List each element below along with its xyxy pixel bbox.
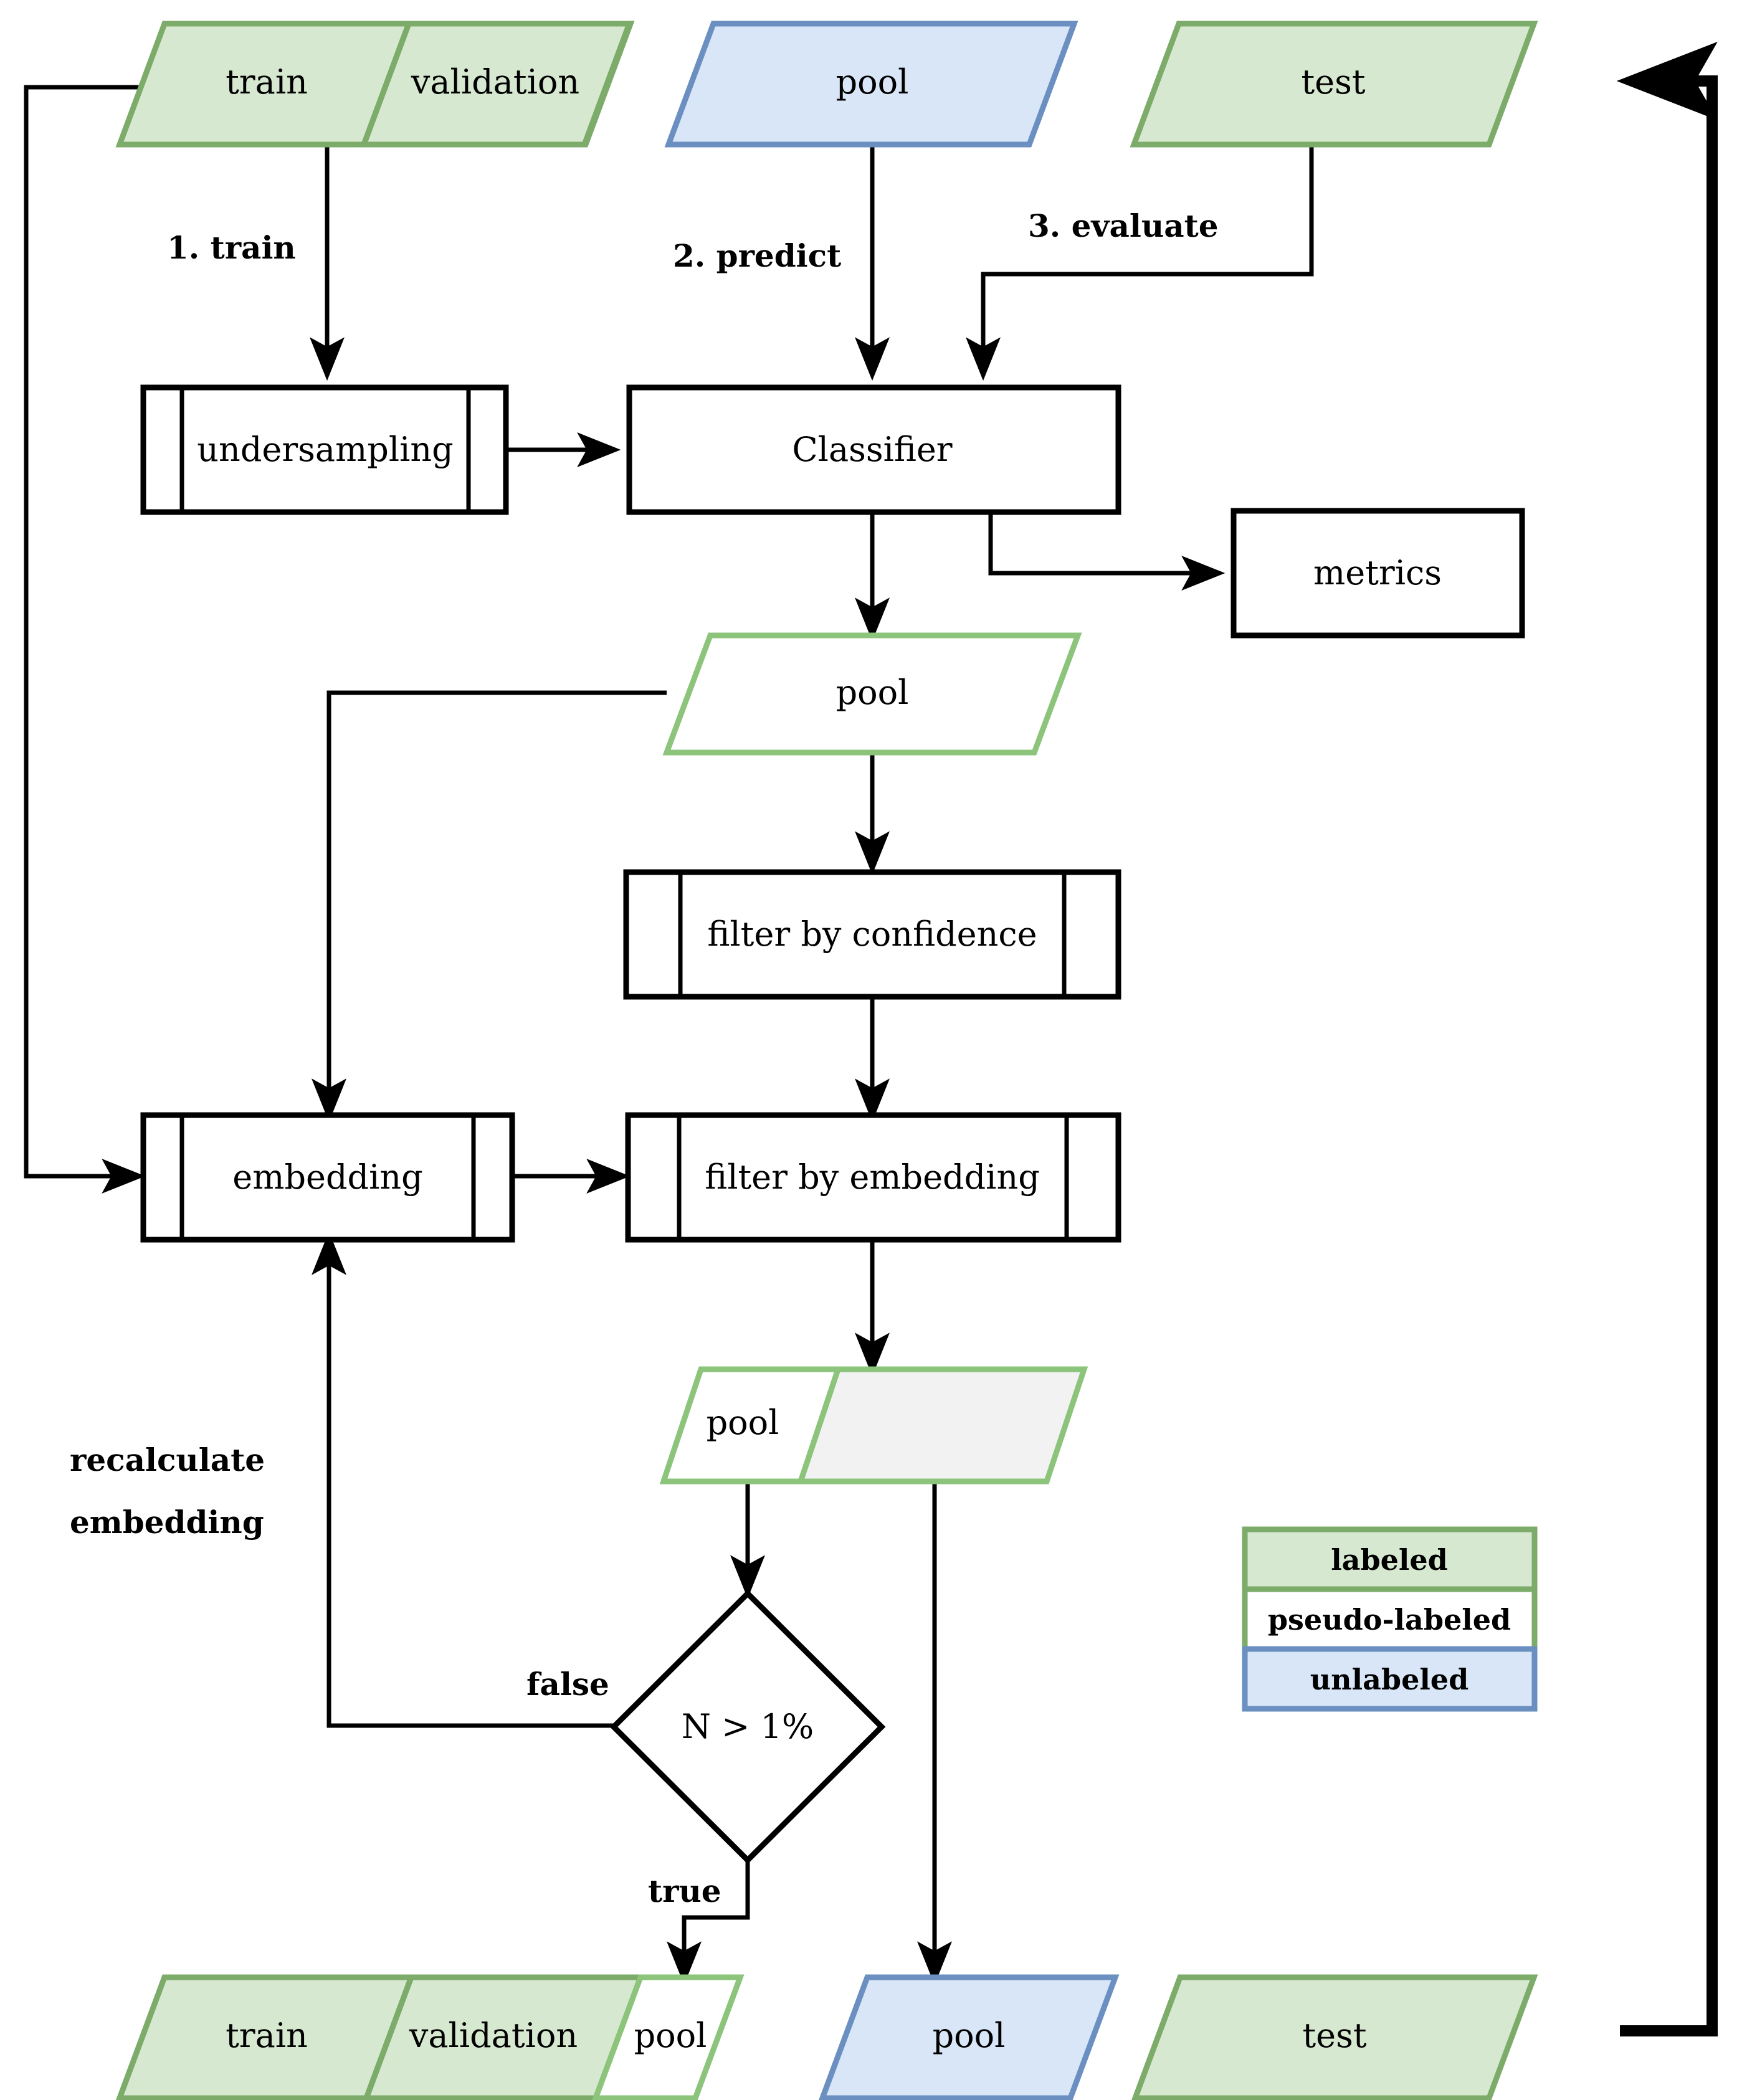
legend-label-labeled: labeled <box>1331 1543 1448 1577</box>
top-pool-label: pool <box>836 62 909 102</box>
filter-by-confidence-label: filter by confidence <box>707 915 1037 954</box>
bottom-pool-cell-label: pool <box>634 2016 707 2055</box>
undersampling-shape[interactable] <box>140 384 509 515</box>
edge-decision-false-to-embedding <box>312 1231 626 1728</box>
middle-pool-node[interactable]: pool <box>662 632 1082 756</box>
edge-train-loop-to-embedding <box>24 85 150 1194</box>
edge-test-to-classifier <box>966 145 1314 381</box>
legend-swatch-unlabeled <box>1242 1646 1538 1712</box>
bottom-dataset-split: train validation pool <box>116 1974 745 2100</box>
split-pool-node[interactable]: pool <box>659 1366 1088 1485</box>
legend-swatch-pseudo-labeled <box>1242 1586 1538 1652</box>
middle-pool-label: pool <box>836 673 909 712</box>
bottom-validation-label: validation <box>409 2016 578 2055</box>
bottom-test-label: test <box>1302 2016 1366 2055</box>
embedding-label: embedding <box>232 1157 422 1197</box>
legend-label-pseudo-labeled: pseudo-labeled <box>1268 1603 1511 1637</box>
classifier-node[interactable]: Classifier <box>626 384 1121 515</box>
top-dataset-split: train validation <box>115 21 635 148</box>
bottom-train-label: train <box>226 2016 308 2055</box>
decision-true-label: true <box>648 1873 721 1909</box>
split-pool-kept-label: pool <box>707 1403 779 1442</box>
decision-false-label: false <box>526 1666 609 1703</box>
loop-label-line2: embedding <box>70 1504 264 1541</box>
step-label-train: 1. train <box>167 229 296 266</box>
decision-condition-label: N > 1% <box>682 1707 814 1746</box>
top-split-separator <box>361 22 412 146</box>
top-pool-shape[interactable] <box>664 21 1078 148</box>
decision-node[interactable]: N > 1% <box>609 1589 886 1865</box>
embedding-shape[interactable] <box>140 1112 515 1243</box>
legend-label-unlabeled: unlabeled <box>1310 1663 1469 1696</box>
top-train-label: train <box>226 62 308 102</box>
classifier-shape[interactable] <box>626 384 1121 515</box>
decision-shape[interactable] <box>609 1589 886 1865</box>
undersampling-label: undersampling <box>197 430 453 469</box>
top-test-node[interactable]: test <box>1130 21 1538 148</box>
embedding-node[interactable]: embedding <box>140 1112 515 1243</box>
metrics-node[interactable]: metrics <box>1231 508 1525 639</box>
split-pool-rest-shape[interactable] <box>796 1366 1088 1485</box>
legend: labeled pseudo-labeled unlabeled <box>1242 1526 1538 1712</box>
filter-by-confidence-shape[interactable] <box>623 869 1121 1000</box>
edge-decision-true-to-bottom-split <box>667 1860 750 1985</box>
edge-pool-to-embedding <box>312 690 667 1123</box>
top-test-shape[interactable] <box>1130 21 1538 148</box>
filter-by-embedding-shape[interactable] <box>625 1112 1121 1243</box>
middle-pool-shape[interactable] <box>662 632 1082 756</box>
bottom-pool-label: pool <box>933 2016 1006 2055</box>
classifier-label: Classifier <box>792 430 952 469</box>
bottom-pool-cell[interactable] <box>592 1974 745 2100</box>
bottom-separator-1 <box>363 1976 414 2099</box>
step-label-evaluate: 3. evaluate <box>1028 207 1219 244</box>
edge-classifier-to-metrics <box>988 511 1226 591</box>
bottom-pool-node[interactable]: pool <box>819 1974 1120 2100</box>
split-pool-kept-shape[interactable] <box>659 1366 842 1485</box>
step-label-predict: 2. predict <box>673 237 841 274</box>
legend-swatch-labeled <box>1242 1526 1538 1592</box>
edge-outer-feedback-loop <box>1616 42 1718 2036</box>
metrics-label: metrics <box>1313 553 1442 592</box>
loop-label-line1: recalculate <box>70 1442 265 1478</box>
filter-by-embedding-label: filter by embedding <box>705 1157 1040 1197</box>
bottom-test-node[interactable]: test <box>1131 1974 1538 2100</box>
undersampling-node[interactable]: undersampling <box>140 384 509 515</box>
top-validation-label: validation <box>411 62 579 102</box>
filter-by-embedding-node[interactable]: filter by embedding <box>625 1112 1121 1243</box>
bottom-pool-shape[interactable] <box>819 1974 1120 2100</box>
filter-by-confidence-node[interactable]: filter by confidence <box>623 869 1121 1000</box>
top-test-label: test <box>1301 62 1365 102</box>
bottom-test-shape[interactable] <box>1131 1974 1538 2100</box>
top-pool-node[interactable]: pool <box>664 21 1078 148</box>
metrics-shape[interactable] <box>1231 508 1525 639</box>
